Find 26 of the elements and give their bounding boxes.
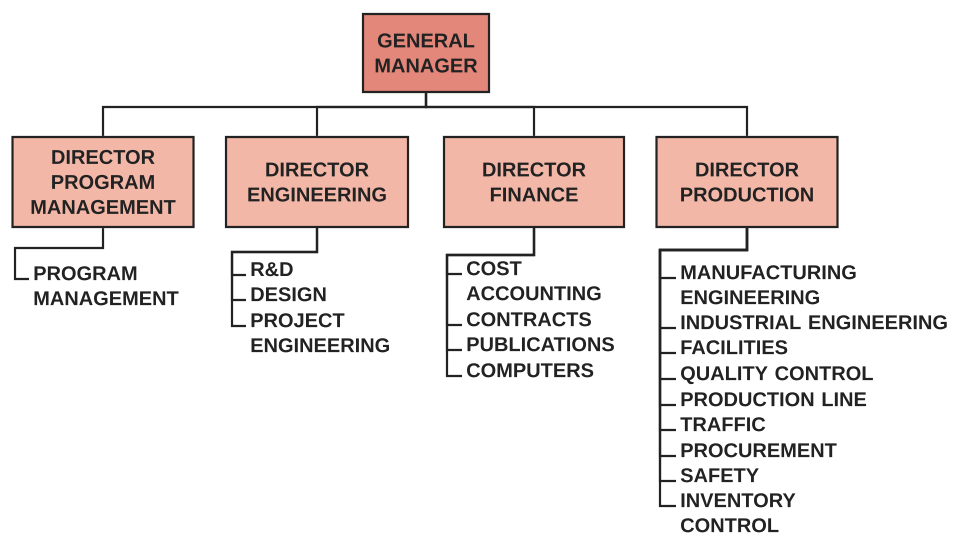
department-label: DESIGN — [252, 287, 326, 302]
department-label: PROJECT ENGINEERING — [252, 313, 389, 352]
connector-line — [230, 228, 318, 328]
department-label: PROCUREMENT — [682, 443, 837, 458]
department-label: PRODUCTION LINE — [682, 392, 866, 406]
department-label: R&D — [252, 262, 293, 276]
department-label: CONTRACTS — [467, 312, 591, 326]
org-box: DIRECTOR PROGRAM MANAGEMENT — [11, 136, 195, 228]
org-box: DIRECTOR ENGINEERING — [224, 136, 410, 228]
org-box: DIRECTOR PRODUCTION — [655, 136, 839, 228]
department-label: PUBLICATIONS — [468, 337, 614, 352]
department-label: SAFETY — [680, 468, 759, 482]
department-label: TRAFFIC — [680, 417, 766, 432]
department-label: COST ACCOUNTING — [466, 261, 600, 300]
department-label: FACILITIES — [682, 340, 788, 354]
connector-line — [446, 228, 536, 378]
org-box: GENERAL MANAGER — [362, 12, 490, 94]
department-label: INDUSTRIAL ENGINEERING — [682, 315, 947, 330]
department-label: INVENTORY CONTROL — [681, 493, 796, 532]
department-label: COMPUTERS — [467, 363, 594, 378]
org-box: DIRECTOR FINANCE — [442, 136, 626, 228]
department-label: PROGRAM MANAGEMENT — [34, 266, 179, 306]
department-label: QUALITY CONTROL — [681, 366, 873, 384]
department-label: MANUFACTURING ENGINEERING — [682, 265, 856, 304]
connector-line — [14, 228, 104, 280]
connector-line — [424, 93, 748, 136]
